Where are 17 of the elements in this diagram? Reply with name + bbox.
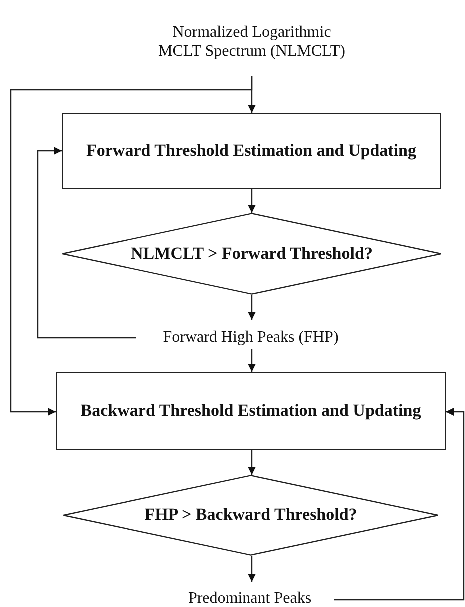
- arrow: [248, 349, 256, 372]
- process-box: [62, 113, 441, 189]
- node-text: NLMCLT > Forward Threshold?: [131, 244, 373, 264]
- arrow: [248, 450, 256, 475]
- arrow: [10, 76, 253, 416]
- output-label: Predominant Peaks: [188, 589, 312, 607]
- node-text: Forward Threshold Estimation and Updating: [86, 140, 416, 162]
- arrow: [334, 408, 465, 601]
- arrow: [37, 147, 136, 339]
- arrow: [248, 556, 256, 582]
- node-text: FHP > Backward Threshold?: [144, 505, 358, 526]
- arrow: [248, 189, 256, 213]
- node-text: Backward Threshold Estimation and Updating: [80, 400, 422, 422]
- arrow: [248, 295, 256, 320]
- output-label: Forward High Peaks (FHP): [163, 328, 339, 348]
- process-box: [56, 372, 446, 450]
- input-label: Normalized Logarithmic MCLT Spectrum (NLMCLT): [158, 22, 346, 62]
